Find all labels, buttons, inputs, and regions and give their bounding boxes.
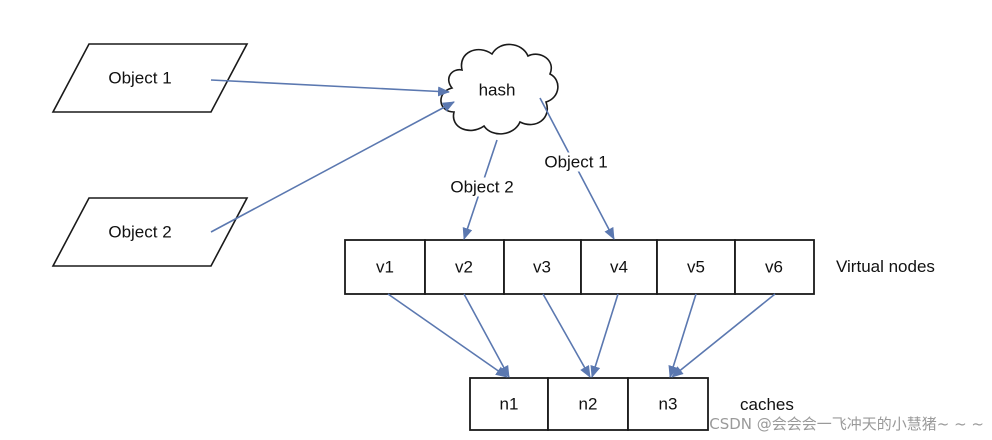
arrow-object2-to-hash [210, 101, 455, 233]
arrow-v5-to-n3 [668, 293, 697, 378]
edge-label-object-1: Object 1 [542, 152, 610, 172]
arrow-v2-to-n1 [463, 293, 510, 378]
virtual-node-v4: v4 [610, 257, 628, 277]
csdn-watermark: CSDN @会会会一飞冲天的小慧猪~ ~ ~ [709, 415, 984, 433]
cache-n2: n2 [578, 394, 598, 414]
virtual-node-v1: v1 [376, 257, 394, 277]
virtual-node-v5: v5 [687, 257, 705, 277]
cache-cell [627, 377, 709, 431]
virtual-node-v6: v6 [765, 257, 783, 277]
caches-caption: caches [740, 395, 794, 414]
virtual-node-v2: v2 [455, 257, 473, 277]
virtual-node-cell [734, 239, 815, 295]
cache-n3: n3 [658, 394, 678, 414]
arrow-v6-to-n3 [671, 293, 776, 378]
hash-label: hash [478, 80, 516, 100]
hash-cloud-shape [440, 43, 559, 135]
virtual-node-cell [344, 239, 426, 295]
object-2-label: Object 2 [108, 222, 172, 242]
virtual-nodes-row [344, 239, 815, 295]
object-1-shape [51, 43, 249, 113]
arrow-object1-to-hash [210, 79, 450, 97]
cache-cell [469, 377, 549, 431]
object-1-label: Object 1 [108, 68, 172, 88]
caches-row [469, 377, 709, 431]
virtual-nodes-caption: Virtual nodes [836, 257, 935, 276]
virtual-node-v3: v3 [533, 257, 551, 277]
cache-cell [547, 377, 629, 431]
arrow-v4-to-n2 [590, 293, 619, 378]
edge-label-object-2: Object 2 [448, 177, 516, 197]
arrow-v3-to-n2 [542, 293, 591, 378]
arrow-v1-to-n1 [387, 293, 508, 378]
object-2-shape [51, 197, 249, 267]
cache-n1: n1 [499, 394, 519, 414]
